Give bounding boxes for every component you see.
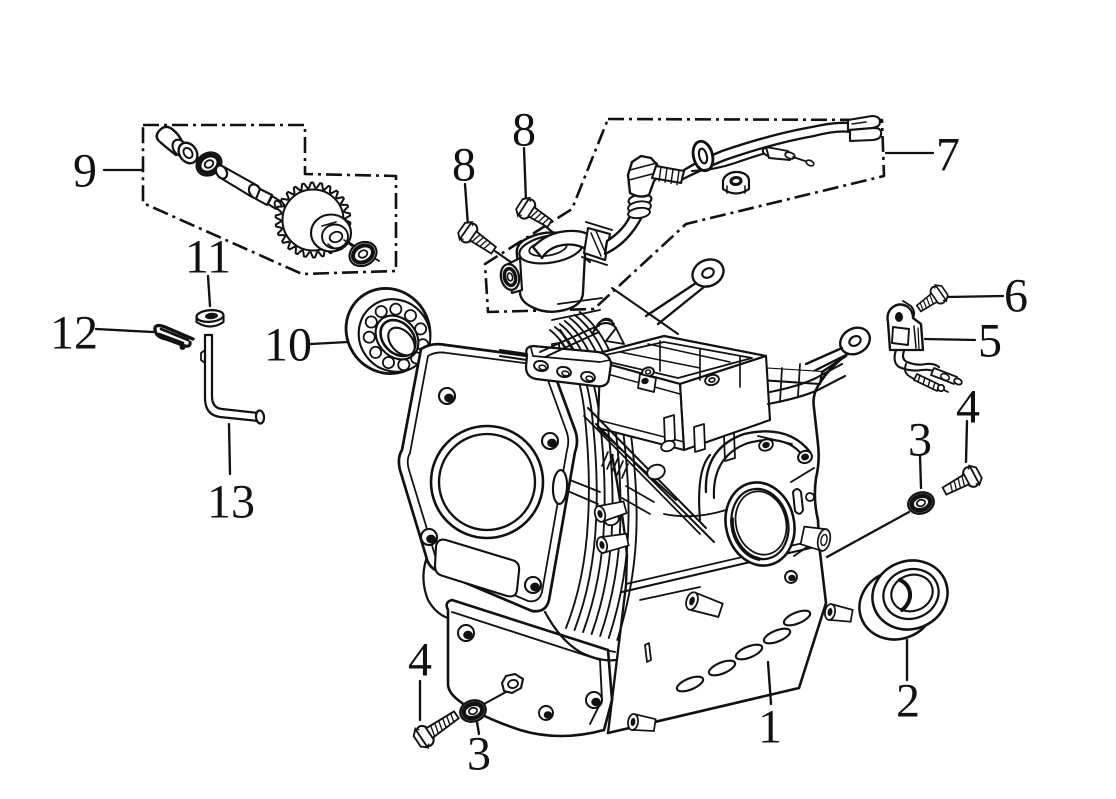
svg-text:3: 3 — [467, 728, 491, 781]
svg-text:11: 11 — [185, 231, 231, 284]
svg-text:8: 8 — [452, 139, 476, 192]
svg-text:6: 6 — [1004, 270, 1028, 323]
svg-text:7: 7 — [936, 129, 960, 182]
svg-text:4: 4 — [956, 381, 980, 434]
svg-text:3: 3 — [908, 414, 932, 467]
svg-text:13: 13 — [207, 476, 255, 529]
svg-text:9: 9 — [73, 145, 97, 198]
svg-text:5: 5 — [978, 315, 1002, 368]
svg-text:8: 8 — [512, 104, 536, 157]
svg-text:12: 12 — [50, 307, 98, 360]
svg-text:1: 1 — [758, 701, 782, 754]
svg-text:4: 4 — [408, 634, 432, 687]
svg-text:10: 10 — [264, 319, 312, 372]
svg-text:2: 2 — [896, 675, 920, 728]
